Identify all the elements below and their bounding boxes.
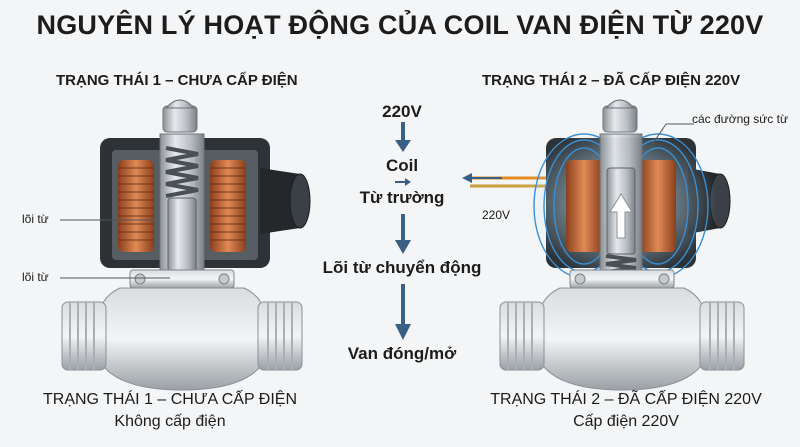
- flow-step-coil: Coil: [385, 156, 419, 175]
- wire-arrow-left-icon: [462, 173, 502, 183]
- state2-caption: TRẠNG THÁI 2 – ĐÃ CẤP ĐIỆN 220V: [490, 391, 762, 408]
- small-arrow-right-icon: [395, 178, 411, 186]
- state1-caption: TRẠNG THÁI 1 – CHƯA CẤP ĐIỆN: [42, 391, 298, 408]
- flow-arrow-down-icon: [395, 214, 411, 254]
- flow-step-voltage: 220V: [382, 102, 422, 121]
- flow-step-magnetic-field: Từ trường: [359, 188, 445, 207]
- page-title: NGUYÊN LÝ HOẠT ĐỘNG CỦA COIL VAN ĐIỆN TỪ…: [36, 10, 764, 40]
- flow-step-core-movement: Lõi từ chuyển động: [322, 258, 482, 277]
- valve-unpowered-illustration: [60, 99, 311, 391]
- valve-powered-illustration: [470, 99, 745, 391]
- state1-caption-sub: Không cấp điện: [114, 413, 226, 430]
- label-field-lines: các đường sức từ: [692, 112, 788, 126]
- state1-heading: TRẠNG THÁI 1 – CHƯA CẤP ĐIỆN: [56, 72, 298, 89]
- flow-arrow-down-icon: [395, 122, 411, 152]
- state2-heading: TRẠNG THÁI 2 – ĐÃ CẤP ĐIỆN 220V: [482, 72, 741, 89]
- label-core-upper: lõi từ: [22, 212, 49, 226]
- flow-arrow-down-icon: [395, 284, 411, 340]
- label-core-lower: lõi từ: [22, 270, 49, 284]
- label-voltage-input: 220V: [482, 208, 511, 222]
- flow-step-valve-open-close: Van đóng/mở: [347, 344, 457, 363]
- state2-caption-sub: Cấp điện 220V: [573, 413, 679, 430]
